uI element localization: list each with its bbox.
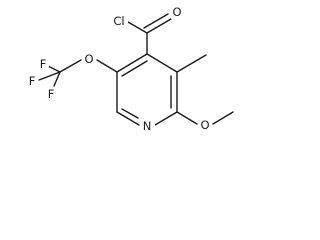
- bond-c5-c4: [116, 53, 148, 73]
- bond-n-c6: [116, 111, 140, 126]
- atom-label-o-methoxy: O: [200, 118, 209, 132]
- bond-carbonyl-o: [146, 18, 172, 34]
- bond-o-methoxy-ch3: [212, 111, 234, 125]
- bond-carbonyl-cl: [127, 21, 148, 34]
- atom-label-cl: Cl: [113, 14, 124, 28]
- bonds: [38, 13, 234, 126]
- atom-label-f-left: F: [29, 74, 36, 88]
- bond-carbonyl-o-double: [143, 13, 169, 29]
- bond-c5-o-ether: [96, 59, 118, 73]
- bond-o-ether-cf3: [59, 59, 82, 73]
- atom-label-o-carbonyl: O: [172, 5, 181, 19]
- bond-cf3-f-top: [47, 65, 61, 73]
- chemical-structure-diagram: Cl O N O O F F F: [27, 5, 234, 133]
- bond-c5-c4-double: [121, 60, 148, 77]
- bond-c3-methyl: [176, 54, 207, 73]
- atom-label-f-bottom: F: [48, 87, 55, 101]
- bond-c2-o-methoxy: [176, 111, 198, 125]
- bond-n-c6-double: [121, 108, 139, 119]
- atom-label-n-ring: N: [143, 119, 152, 133]
- atom-label-f-top: F: [40, 57, 47, 71]
- bond-cf3-f-bottom: [53, 71, 61, 87]
- bond-c2-n: [154, 111, 178, 126]
- atom-labels: Cl O N O O F F F: [27, 5, 212, 133]
- bond-cf3-f-left: [38, 71, 61, 81]
- bond-c4-c3: [146, 53, 178, 73]
- atom-label-o-ether: O: [84, 52, 93, 66]
